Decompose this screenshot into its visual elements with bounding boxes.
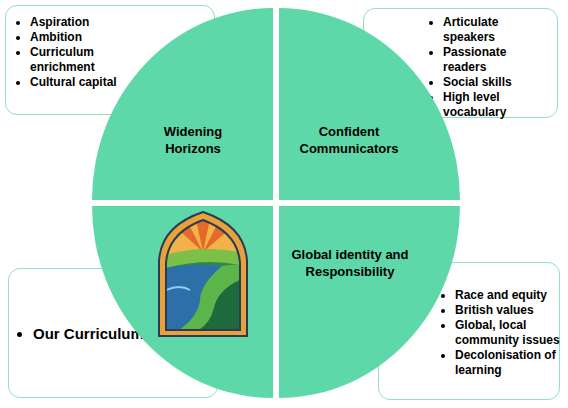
- bullet-item: Articulate speakers: [443, 15, 543, 45]
- bullet-item: Decolonisation of learning: [455, 348, 567, 378]
- bullet-item: Curriculum enrichment: [30, 45, 125, 75]
- quadrant-label: Confident Communicators: [288, 123, 410, 157]
- quadrant-fill: [92, 8, 273, 200]
- bullet-item: Cultural capital: [30, 75, 125, 90]
- bullet-text: High level vocabulary: [443, 90, 506, 119]
- bullet-item: Aspiration: [30, 15, 125, 30]
- bullet-text: Social skills: [443, 75, 512, 89]
- bullet-text: Decolonisation of learning: [455, 348, 556, 377]
- quadrant-label: Global identity and Responsibility: [283, 246, 417, 280]
- bullet-item: Passionate readers: [443, 45, 543, 75]
- bullet-text: Aspiration: [30, 15, 89, 29]
- quadrant-shape: [279, 8, 460, 200]
- bullet-text: Articulate speakers: [443, 15, 498, 44]
- circle-quadrant: Global identity and Responsibility: [279, 206, 460, 398]
- circle-quadrant: Confident Communicators: [279, 8, 460, 200]
- quadrant-shape: [279, 206, 460, 398]
- bullet-list: Articulate speakersPassionate readersSoc…: [429, 15, 543, 120]
- bullet-item: High level vocabulary: [443, 90, 543, 120]
- bullet-text: British values: [455, 303, 534, 317]
- bullet-item: British values: [455, 303, 567, 318]
- bullet-text: Cultural capital: [30, 75, 117, 89]
- circle-quadrant: Widening Horizons: [92, 8, 273, 200]
- bullet-item: Race and equity: [455, 288, 567, 303]
- bullet-item: Ambition: [30, 30, 125, 45]
- quadrant-label: Widening Horizons: [138, 123, 248, 157]
- bullet-text: Curriculum enrichment: [30, 45, 95, 74]
- bullet-text: Race and equity: [455, 288, 547, 302]
- bullet-text: Passionate readers: [443, 45, 506, 74]
- bullet-text: Ambition: [30, 30, 82, 44]
- bullet-item: Global, local community issues: [455, 318, 567, 348]
- bullet-item: Social skills: [443, 75, 543, 90]
- bullet-list: Race and equityBritish valuesGlobal, loc…: [441, 288, 567, 378]
- bullet-text: Our Curriculum: [33, 325, 144, 342]
- quadrant-shape: [92, 8, 273, 200]
- bullet-text: Global, local community issues: [455, 318, 560, 347]
- bullet-list: AspirationAmbitionCurriculum enrichmentC…: [16, 15, 125, 90]
